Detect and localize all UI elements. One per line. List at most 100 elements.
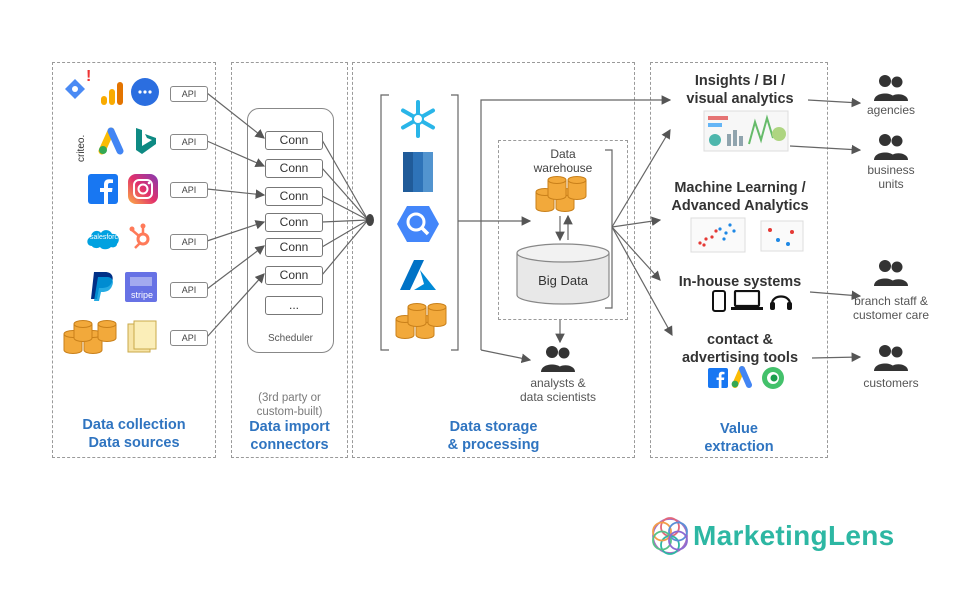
warehouse-label-line1: Data — [550, 147, 576, 161]
analysts-label-line2: data scientists — [519, 390, 597, 404]
google-ads-icon — [98, 127, 124, 155]
customers-people-icon — [874, 345, 908, 371]
agencies-label-line1: agencies — [866, 103, 916, 117]
output-insights-line2: visual analytics — [686, 91, 794, 107]
stripe-logo — [125, 272, 157, 302]
warehouse-label-line2: warehouse — [533, 161, 593, 175]
value-title-line1: Value — [720, 421, 758, 437]
marketinglens-logo-icon — [652, 517, 688, 555]
criteo-logo: criteo. — [76, 97, 87, 162]
api-box: API — [170, 86, 208, 102]
analysts-people-icon — [541, 346, 575, 372]
api-box: API — [170, 134, 208, 150]
api-box: API — [170, 182, 208, 198]
file-stack-icon — [127, 320, 157, 353]
chat-bubble-icon — [131, 78, 159, 106]
collection-title-line1: Data collection — [82, 417, 186, 433]
phone-icon — [712, 290, 726, 312]
branch-staff-label-line1: branch staff & — [854, 294, 928, 308]
data-warehouse-icon — [535, 176, 587, 212]
snowflake-icon — [401, 100, 435, 138]
salesforce-text: salesforce — [90, 234, 122, 241]
conn-box: Conn — [265, 238, 323, 257]
customers-label: customers — [845, 376, 937, 390]
output-ml-title: Machine Learning / Advanced Analytics — [654, 179, 826, 215]
output-contact-line1: contact & — [706, 332, 774, 348]
database-stack-icon — [395, 303, 447, 339]
output-insights-line1: Insights / BI / — [694, 73, 786, 89]
output-ml-line1: Machine Learning / — [674, 180, 806, 196]
scheduler-label: Scheduler — [267, 333, 314, 344]
scheduler-box — [247, 108, 334, 353]
output-insights-title: Insights / BI / visual analytics — [654, 72, 826, 108]
collection-title-line2: Data sources — [88, 435, 180, 451]
output-contact-title: contact & advertising tools — [654, 331, 826, 367]
connectors-title-line2: connectors — [250, 437, 329, 453]
output-inhouse-line1: In-house systems — [678, 274, 802, 290]
conn-box: Conn — [265, 187, 323, 206]
green-swirl-icon — [762, 367, 784, 389]
value-title-line2: extraction — [704, 439, 774, 455]
ml-scatter-thumbnail — [690, 217, 746, 253]
paypal-icon — [91, 272, 113, 301]
database-stack-icon — [63, 320, 117, 354]
output-contact-line2: advertising tools — [681, 350, 799, 366]
connectors-note-line2: custom-built) — [256, 406, 323, 418]
big-data-label: Big Data — [538, 273, 588, 288]
conn-box: Conn — [265, 159, 323, 178]
warehouse-label: Data warehouse — [518, 147, 608, 175]
conn-box-more: ... — [265, 296, 323, 315]
output-ml-line2: Advanced Analytics — [671, 198, 809, 214]
google-ads-icon — [731, 366, 752, 388]
connectors-title: Data import connectors — [231, 418, 348, 454]
redshift-icon — [403, 152, 433, 192]
collection-title: Data collection Data sources — [52, 416, 216, 452]
ml-chart-thumbnail — [760, 220, 804, 252]
conn-box: Conn — [265, 213, 323, 232]
value-title: Value extraction — [650, 420, 828, 456]
connectors-title-line1: Data import — [249, 419, 330, 435]
storage-title: Data storage & processing — [352, 418, 635, 454]
hubspot-icon — [129, 223, 150, 249]
brand-name: MarketingLens — [693, 520, 895, 551]
azure-icon — [400, 260, 436, 290]
dashboard-thumbnail — [703, 110, 789, 152]
business-units-label: business units — [845, 163, 937, 191]
output-inhouse-title: In-house systems — [654, 273, 826, 291]
laptop-icon — [731, 290, 763, 310]
api-box: API — [170, 330, 208, 346]
conn-box: Conn — [265, 266, 323, 285]
panel-data-import — [231, 62, 348, 458]
storage-title-line2: & processing — [447, 437, 540, 453]
instagram-icon — [128, 174, 158, 204]
analysts-label-line1: analysts & — [530, 376, 586, 390]
salesforce-icon — [87, 230, 119, 250]
customers-label-line1: customers — [863, 376, 919, 390]
bigquery-icon — [397, 206, 439, 242]
tag-manager-icon — [65, 79, 85, 99]
criteo-text: criteo. — [76, 134, 87, 162]
connectors-note: (3rd party or custom-built) — [231, 391, 348, 419]
connectors-note-line1: (3rd party or — [258, 392, 321, 404]
business-units-people-icon — [874, 134, 908, 160]
storage-title-line1: Data storage — [449, 419, 538, 435]
api-box: API — [170, 282, 208, 298]
stripe-text: stripe — [131, 290, 154, 300]
branch-staff-label: branch staff & customer care — [836, 294, 946, 322]
branch-staff-people-icon — [874, 260, 908, 286]
business-units-label-line2: units — [878, 177, 904, 191]
big-data-cylinder — [516, 243, 610, 305]
alert-icon: ! — [86, 68, 92, 85]
conn-box: Conn — [265, 131, 323, 150]
panel-storage-inner — [498, 140, 628, 320]
analytics-icon — [101, 82, 123, 105]
panel-data-collection — [52, 62, 216, 458]
branch-staff-label-line2: customer care — [852, 308, 930, 322]
agencies-label: agencies — [845, 103, 937, 117]
facebook-icon — [88, 174, 118, 204]
api-box: API — [170, 234, 208, 250]
analysts-label: analysts & data scientists — [500, 376, 616, 404]
panel-data-storage — [352, 62, 635, 458]
